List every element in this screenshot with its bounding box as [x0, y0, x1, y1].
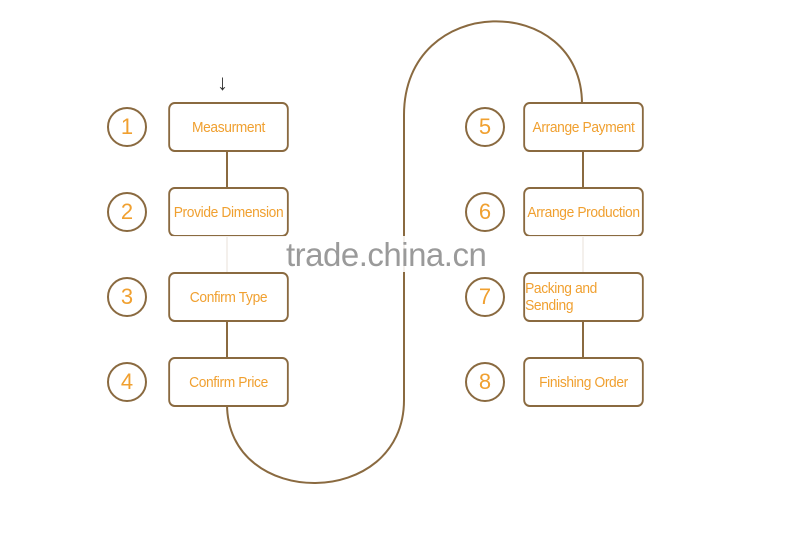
watermark-text: trade.china.cn	[286, 236, 487, 273]
step-number-7: 7	[465, 277, 505, 317]
step-number-6: 6	[465, 192, 505, 232]
step-number-8: 8	[465, 362, 505, 402]
step-box-arrange-payment: Arrange Payment	[523, 102, 644, 152]
step-box-provide-dimension: Provide Dimension	[168, 187, 289, 237]
step-number-3: 3	[107, 277, 147, 317]
step-box-arrange-production: Arrange Production	[523, 187, 644, 237]
step-number-1: 1	[107, 107, 147, 147]
step-number-4: 4	[107, 362, 147, 402]
step-number-5: 5	[465, 107, 505, 147]
s-curve-connector	[226, 20, 583, 484]
start-arrow-icon: ↓	[217, 70, 228, 95]
step-box-measurement: Measurment	[168, 102, 289, 152]
step-box-confirm-type: Confirm Type	[168, 272, 289, 322]
step-box-packing-and-sending: Packing and Sending	[523, 272, 644, 322]
step-box-finishing-order: Finishing Order	[523, 357, 644, 407]
step-number-2: 2	[107, 192, 147, 232]
watermark-band	[150, 236, 670, 272]
step-box-confirm-price: Confirm Price	[168, 357, 289, 407]
